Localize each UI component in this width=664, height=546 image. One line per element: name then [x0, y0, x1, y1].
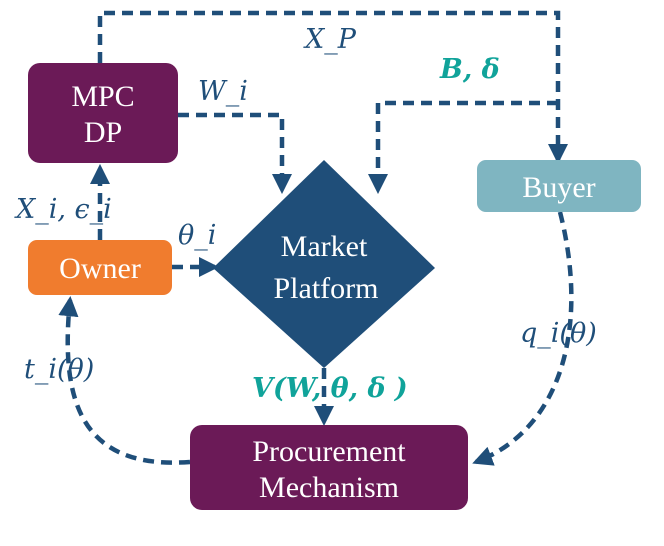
owner-label: Owner: [59, 252, 141, 285]
label-t-theta: t_i(θ): [24, 354, 94, 385]
buyer-label: Buyer: [522, 171, 595, 204]
market-label: Market: [281, 230, 368, 263]
owner-box[interactable]: [28, 240, 172, 295]
label-theta: θ_i: [178, 220, 216, 251]
label-q-theta: q_i(θ): [520, 318, 597, 349]
mechanism-label: Mechanism: [259, 471, 399, 504]
edge-xp: [97, 10, 569, 165]
procurement-box[interactable]: [190, 425, 468, 510]
label-v-func: V(W, θ, δ ): [252, 373, 408, 404]
label-b-delta: B, δ: [439, 54, 500, 85]
edge-q-theta: [472, 211, 574, 466]
dp-label: DP: [84, 116, 122, 149]
edge-t-theta: [58, 295, 191, 465]
label-wi: W_i: [198, 76, 248, 107]
procurement-label: Procurement: [252, 435, 406, 468]
label-xi-eps: X_i, ϵ_i: [14, 194, 112, 225]
label-xp: X_P: [303, 24, 357, 55]
market-platform-diamond[interactable]: [213, 160, 435, 368]
buyer-box[interactable]: [477, 160, 641, 212]
edge-b-delta: [367, 100, 558, 195]
mpc-label: MPC: [71, 80, 134, 113]
mpc-dp-box[interactable]: [28, 63, 178, 163]
edge-wi: [178, 112, 293, 195]
platform-label: Platform: [274, 272, 379, 305]
